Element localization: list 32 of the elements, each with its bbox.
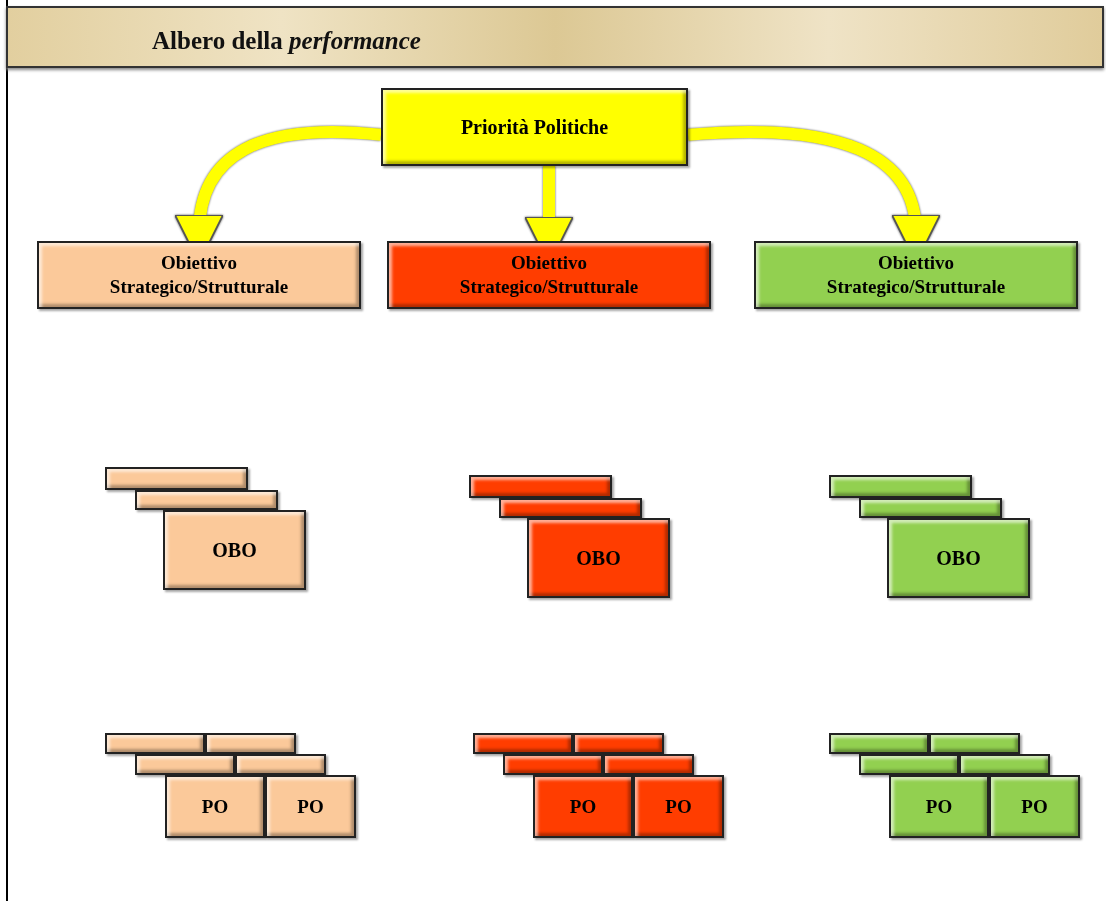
stacked-card — [503, 754, 603, 775]
title: Albero della performance — [152, 26, 421, 56]
stacked-card — [473, 733, 573, 754]
stacked-card — [235, 754, 326, 775]
stacked-card — [929, 733, 1020, 754]
process-box: Obiettivo Strategico/Strutturale — [387, 241, 711, 309]
stacked-card — [829, 733, 929, 754]
process-box: OBO — [163, 510, 306, 590]
process-box: OBO — [887, 518, 1030, 598]
stacked-card — [205, 733, 296, 754]
stacked-card — [859, 754, 959, 775]
process-box: PO — [265, 775, 356, 838]
stacked-card — [499, 498, 642, 518]
stacked-card — [135, 754, 235, 775]
stacked-card — [105, 467, 248, 490]
process-box: PO — [633, 775, 724, 838]
process-box: PO — [533, 775, 633, 838]
stacked-card — [859, 498, 1002, 518]
stacked-card — [105, 733, 205, 754]
stacked-card — [959, 754, 1050, 775]
stacked-card — [603, 754, 694, 775]
stacked-card — [573, 733, 664, 754]
process-box: OBO — [527, 518, 670, 598]
stacked-card — [135, 490, 278, 510]
process-box: Obiettivo Strategico/Strutturale — [754, 241, 1078, 309]
process-box: PO — [165, 775, 265, 838]
stacked-card — [469, 475, 612, 498]
stacked-card — [829, 475, 972, 498]
process-box: Priorità Politiche — [381, 88, 688, 166]
process-box: PO — [989, 775, 1080, 838]
process-box: Obiettivo Strategico/Strutturale — [37, 241, 361, 309]
process-box: PO — [889, 775, 989, 838]
